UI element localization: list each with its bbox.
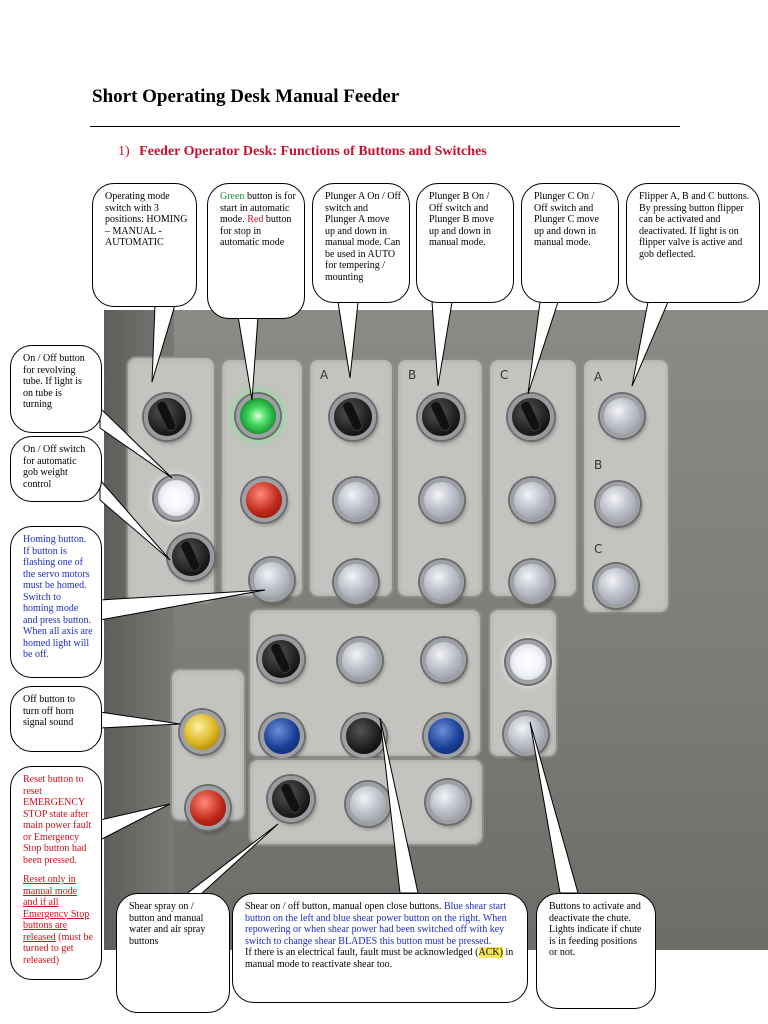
section-number: 1) bbox=[118, 144, 130, 159]
operating-mode-switch[interactable] bbox=[144, 394, 190, 440]
chute-deactivate-button[interactable] bbox=[504, 712, 548, 756]
homing-button[interactable] bbox=[250, 558, 294, 602]
plunger-b-up-button[interactable] bbox=[420, 478, 464, 522]
callout-operating-mode-text: Operating mode switch with 3 positions: … bbox=[105, 191, 188, 248]
callout-plunger-b: Plunger B On / Off switch and Plunger B … bbox=[416, 183, 514, 303]
callout-chute-text: Buttons to activate and deactivate the c… bbox=[549, 901, 642, 958]
callout-reset: Reset button to reset EMERGENCY STOP sta… bbox=[10, 766, 102, 980]
stop-button[interactable] bbox=[242, 478, 286, 522]
section-heading: 1) Feeder Operator Desk: Functions of Bu… bbox=[118, 144, 487, 160]
callout-reset-text: Reset button to reset EMERGENCY STOP sta… bbox=[23, 774, 92, 866]
flipper-a-label: A bbox=[594, 370, 603, 384]
callout-reset-note: (must be turned to get released) bbox=[23, 931, 93, 966]
section-heading-text: Feeder Operator Desk: Functions of Butto… bbox=[139, 144, 487, 159]
callout-homing-text: Homing button. If button is flashing one… bbox=[23, 534, 93, 660]
revolving-tube-button[interactable] bbox=[154, 476, 198, 520]
callout-operating-mode: Operating mode switch with 3 positions: … bbox=[92, 183, 197, 307]
start-button[interactable] bbox=[236, 394, 280, 438]
callout-plunger-c-text: Plunger C On / Off switch and Plunger C … bbox=[534, 191, 599, 248]
flipper-c-button[interactable] bbox=[594, 564, 638, 608]
plunger-a-label: A bbox=[320, 368, 329, 382]
operator-desk-photo: A B C A B C bbox=[104, 310, 768, 950]
flipper-b-button[interactable] bbox=[596, 482, 640, 526]
shear-start-button[interactable] bbox=[260, 714, 304, 758]
plunger-a-switch[interactable] bbox=[330, 394, 376, 440]
callout-shear-part1: Shear on / off button, manual open close… bbox=[245, 901, 444, 912]
callout-shear-part3: in manual mode to reactivate shear too. bbox=[245, 947, 514, 970]
callout-plunger-a-text: Plunger A On / Off switch and Plunger A … bbox=[325, 191, 401, 283]
callout-shear-blue: Blue shear start button on the left and … bbox=[245, 901, 507, 947]
plunger-b-switch[interactable] bbox=[418, 394, 464, 440]
shear-open-button[interactable] bbox=[338, 638, 382, 682]
callout-shear-ack: ACK) bbox=[478, 947, 503, 958]
flipper-c-label: C bbox=[594, 542, 603, 556]
gob-weight-switch[interactable] bbox=[168, 534, 214, 580]
plunger-b-label: B bbox=[408, 368, 417, 382]
flipper-b-label: B bbox=[594, 458, 603, 472]
title-rule bbox=[90, 126, 680, 127]
callout-plunger-a: Plunger A On / Off switch and Plunger A … bbox=[312, 183, 410, 303]
shear-power-button[interactable] bbox=[424, 714, 468, 758]
callout-shear-spray-text: Shear spray on / button and manual water… bbox=[129, 901, 206, 947]
green-word: Green bbox=[220, 191, 245, 202]
shear-close-button[interactable] bbox=[422, 638, 466, 682]
callout-flipper-line1: Flipper A, B and C buttons. bbox=[639, 191, 750, 202]
callout-homing: Homing button. If button is flashing one… bbox=[10, 526, 102, 678]
shear-spray-switch[interactable] bbox=[268, 776, 314, 822]
callout-reset-underlined: Reset only in manual mode and if all Eme… bbox=[23, 874, 90, 943]
plunger-a-up-button[interactable] bbox=[334, 478, 378, 522]
shear-key-button[interactable] bbox=[342, 714, 386, 758]
callout-shear: Shear on / off button, manual open close… bbox=[232, 893, 528, 1003]
plunger-c-label: C bbox=[500, 368, 509, 382]
callout-start-stop: Green button is for start in automatic m… bbox=[207, 183, 305, 319]
callout-revolving-tube: On / Off button for revolving tube. If l… bbox=[10, 345, 102, 433]
water-spray-button[interactable] bbox=[346, 782, 390, 826]
callout-plunger-c: Plunger C On / Off switch and Plunger C … bbox=[521, 183, 619, 303]
red-rest: button for stop in automatic mode bbox=[220, 214, 292, 248]
reset-button[interactable] bbox=[186, 786, 230, 830]
plunger-c-switch[interactable] bbox=[508, 394, 554, 440]
callout-flipper-line2: By pressing button flipper can be activa… bbox=[639, 202, 744, 260]
plunger-b-down-button[interactable] bbox=[420, 560, 464, 604]
callout-horn: Off button to turn off horn signal sound bbox=[10, 686, 102, 752]
callout-chute: Buttons to activate and deactivate the c… bbox=[536, 893, 656, 1009]
callout-flipper: Flipper A, B and C buttons. By pressing … bbox=[626, 183, 760, 303]
shear-on-off-switch[interactable] bbox=[258, 636, 304, 682]
horn-off-button[interactable] bbox=[180, 710, 224, 754]
callout-revolving-tube-text: On / Off button for revolving tube. If l… bbox=[23, 353, 85, 410]
callout-shear-part2: If there is an electrical fault, fault m… bbox=[245, 947, 479, 958]
plunger-a-down-button[interactable] bbox=[334, 560, 378, 604]
callout-gob-weight: On / Off switch for automatic gob weight… bbox=[10, 436, 102, 502]
plunger-c-down-button[interactable] bbox=[510, 560, 554, 604]
flipper-a-button[interactable] bbox=[600, 394, 644, 438]
callout-reset-gap bbox=[23, 866, 93, 874]
air-spray-button[interactable] bbox=[426, 780, 470, 824]
red-word: Red bbox=[247, 214, 264, 225]
callout-shear-spray: Shear spray on / button and manual water… bbox=[116, 893, 230, 1013]
green-rest: button is for start in automatic mode. bbox=[220, 191, 296, 225]
callout-horn-text: Off button to turn off horn signal sound bbox=[23, 694, 76, 728]
chute-activate-button[interactable] bbox=[506, 640, 550, 684]
plunger-c-up-button[interactable] bbox=[510, 478, 554, 522]
page-title: Short Operating Desk Manual Feeder bbox=[92, 86, 400, 107]
callout-plunger-b-text: Plunger B On / Off switch and Plunger B … bbox=[429, 191, 494, 248]
callout-gob-weight-text: On / Off switch for automatic gob weight… bbox=[23, 444, 86, 490]
